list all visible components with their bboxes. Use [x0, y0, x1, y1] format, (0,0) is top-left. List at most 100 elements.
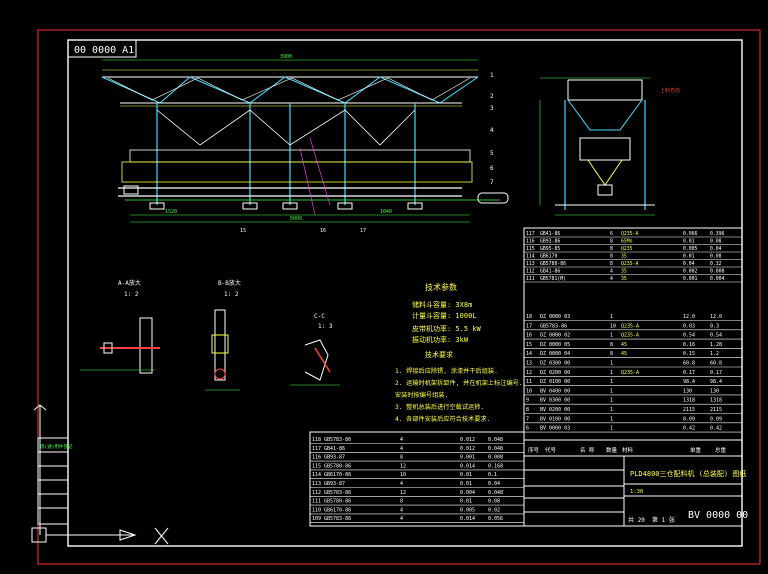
- left-margin-label: 借(通)用件登记: [40, 443, 73, 450]
- table-cell: DZ 0000 04: [540, 351, 570, 357]
- table-cell: 2115: [710, 407, 722, 413]
- table-cell: 8: [610, 246, 613, 252]
- sheet-number: 第 1 张: [652, 516, 675, 524]
- table-cell: 12.0: [683, 314, 695, 320]
- table-cell: 0.08: [488, 499, 500, 505]
- balloon-label: 17: [360, 228, 366, 234]
- table-cell: GB5781(M): [540, 276, 566, 282]
- table-cell: 0.04: [683, 261, 695, 267]
- tech-param-line: 皮带机功率: 5.5 kW: [412, 324, 482, 333]
- section-title: B-B放大: [218, 279, 241, 287]
- balloon-label: 16: [320, 228, 326, 234]
- table-cell: 1.28: [710, 342, 722, 348]
- table-cell: 0.1: [488, 472, 497, 478]
- table-cell: 0.012: [460, 446, 475, 452]
- table-cell: 8: [610, 261, 613, 267]
- table-cell: 0.048: [488, 490, 503, 496]
- table-cell: Q235-A: [621, 231, 638, 237]
- table-cell: 0.04: [710, 246, 722, 252]
- table-cell: GB5783-86: [324, 437, 351, 443]
- table-cell: 0.004: [710, 276, 725, 282]
- front-view: 3900: [101, 54, 509, 234]
- table-cell: BV 0400 00: [540, 388, 570, 394]
- table-cell: 18: [526, 314, 532, 320]
- table-cell: 115: [312, 463, 321, 469]
- table-cell: 0.001: [683, 276, 698, 282]
- table-cell: 0.17: [683, 370, 695, 376]
- table-cell: 35: [621, 254, 627, 260]
- table-cell: 8: [610, 351, 613, 357]
- table-cell: 113: [526, 261, 535, 267]
- balloon-label: 5: [490, 150, 494, 157]
- table-cell: GB6170-86: [324, 472, 351, 478]
- table-cell: Q235-A: [621, 323, 639, 329]
- section-title: A-A放大: [118, 279, 141, 287]
- table-cell: 0.012: [460, 437, 475, 443]
- balloon-label: 15: [240, 228, 246, 234]
- table-cell: 8: [400, 499, 403, 505]
- table-cell: 0.168: [488, 463, 503, 469]
- table-cell: 130: [683, 388, 692, 394]
- balloon-label: 1: [490, 72, 494, 79]
- table-cell: DZ 0000 05: [540, 342, 570, 348]
- table-cell: 0.03: [683, 323, 695, 329]
- table-header-cell: 材料: [622, 446, 634, 454]
- title-scale: 1:30: [630, 489, 643, 495]
- tech-req-line: 4. 各部件安装后应符合技术要求.: [395, 415, 490, 423]
- table-cell: 1: [610, 361, 613, 367]
- table-cell: GB93-86: [540, 239, 560, 245]
- table-cell: 0.008: [488, 455, 503, 461]
- table-cell: 11: [526, 379, 532, 385]
- table-cell: DZ 0100 00: [540, 379, 570, 385]
- table-cell: 0.02: [488, 507, 500, 513]
- table-cell: 15: [526, 342, 532, 348]
- table-cell: 111: [526, 276, 535, 282]
- table-cell: 10: [526, 388, 532, 394]
- table-header-cell: 名 称: [580, 446, 595, 454]
- table-cell: GB5783-86: [324, 490, 351, 496]
- table-header-cell: 代号: [545, 446, 557, 454]
- top-drawing-number: 00 0000 A1: [74, 45, 134, 56]
- table-cell: 1: [610, 379, 613, 385]
- table-cell: 115: [526, 246, 535, 252]
- table-cell: 113: [312, 481, 321, 487]
- table-header-cell: 序号: [528, 446, 540, 454]
- table-cell: Q235-A: [621, 333, 639, 339]
- table-cell: 0.396: [710, 231, 725, 237]
- table-cell: 1: [610, 314, 613, 320]
- table-cell: 10: [400, 472, 406, 478]
- table-cell: 0.001: [460, 455, 475, 461]
- table-cell: 0.16: [683, 342, 695, 348]
- table-cell: Q235-A: [621, 261, 638, 267]
- side-view: 上料方向: [539, 77, 680, 216]
- table-cell: 8: [610, 342, 613, 348]
- tech-req-line: 2. 运输时机架拆卸件, 并在机架上标注编号.: [395, 379, 523, 387]
- dim-label: 5000: [290, 216, 302, 222]
- table-cell: 16: [526, 333, 532, 339]
- table-cell: 0.056: [488, 516, 503, 522]
- table-cell: 0.15: [683, 351, 695, 357]
- left-margin-block: 借(通)用件登记: [37, 437, 73, 525]
- tech-param-line: 振动机功率: 3kW: [412, 335, 469, 344]
- table-cell: 6: [526, 426, 529, 432]
- table-cell: GB41-86: [540, 231, 560, 237]
- table-cell: GB6170-86: [324, 507, 351, 513]
- ucs-icon: [31, 404, 169, 545]
- table-cell: 0.01: [683, 239, 695, 245]
- table-cell: 8: [610, 239, 613, 245]
- table-cell: 1.2: [710, 351, 719, 357]
- tech-req-line: 3. 整机总装后进行空载试运转.: [395, 403, 484, 411]
- tech-req-heading: 技术要求: [425, 350, 453, 359]
- table-cell: 1: [610, 333, 613, 339]
- table-cell: 1: [610, 416, 613, 422]
- table-cell: 4: [400, 507, 403, 513]
- table-cell: 17: [526, 323, 532, 329]
- balloon-label: 3: [490, 105, 494, 112]
- section-scale: 1: 3: [318, 323, 333, 330]
- table-header-cell: 总重: [715, 446, 727, 454]
- table-header-cell: 单重: [690, 446, 702, 454]
- table-cell: 6: [610, 231, 613, 237]
- table-cell: 98.4: [710, 379, 722, 385]
- table-cell: 1318: [710, 398, 722, 404]
- outer-frame: [37, 29, 761, 565]
